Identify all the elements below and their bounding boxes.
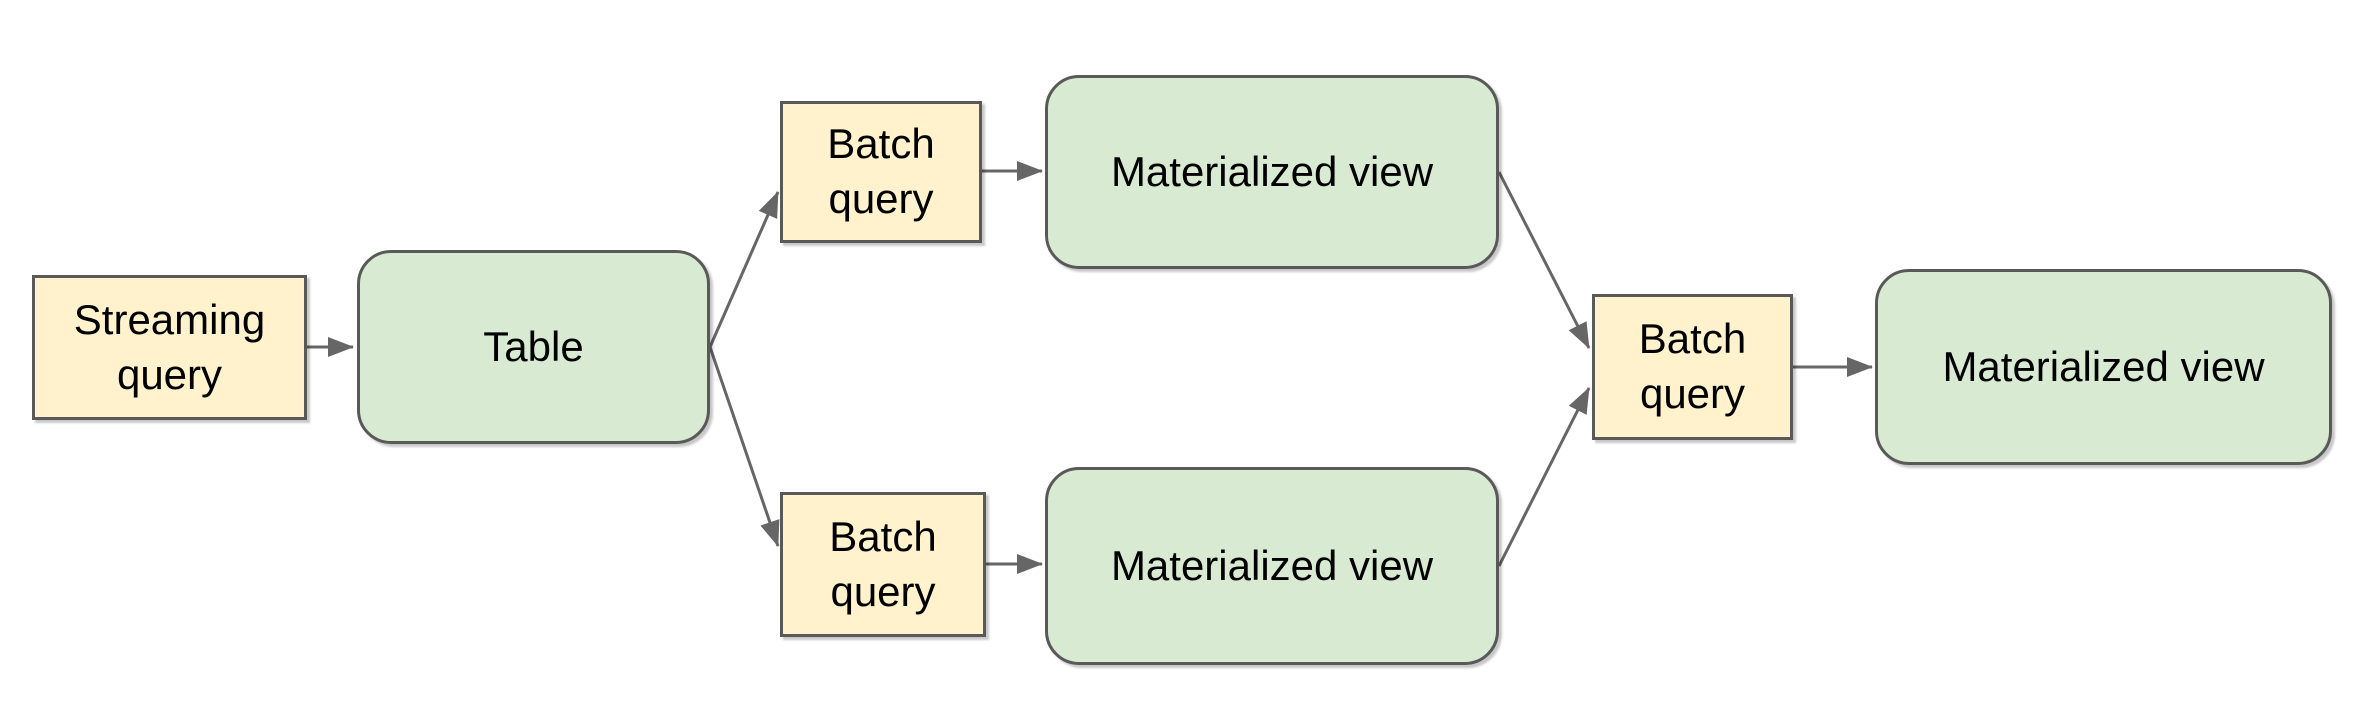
node-materialized-view-final-label: Materialized view [1942,342,2265,390]
node-table: Table [357,250,710,444]
node-batch-query-top-label: Batch query [827,120,935,222]
edge-table-to-batch-query-top [708,191,780,348]
node-table-label: Table [483,322,584,370]
node-materialized-view-final: Materialized view [1875,269,2332,465]
node-batch-query-bottom-label: Batch query [829,512,937,615]
node-batch-query-right-label: Batch query [1638,315,1747,417]
node-materialized-view-bottom-label: Materialized view [1110,541,1434,589]
node-batch-query-bottom: Batch query [780,492,986,637]
edge-materialized-view-bottom-to-batch-query-right [1497,387,1591,567]
edge-table-to-batch-query-bottom [708,346,780,547]
node-materialized-view-top-label: Materialized view [1110,147,1434,195]
node-streaming-query: Streaming query [32,275,307,420]
node-materialized-view-top: Materialized view [1045,75,1499,269]
node-materialized-view-bottom: Materialized view [1045,467,1499,665]
node-batch-query-right: Batch query [1592,294,1793,440]
node-streaming-query-label: Streaming query [73,295,266,398]
node-batch-query-top: Batch query [780,101,982,243]
edge-materialized-view-top-to-batch-query-right [1497,171,1591,349]
